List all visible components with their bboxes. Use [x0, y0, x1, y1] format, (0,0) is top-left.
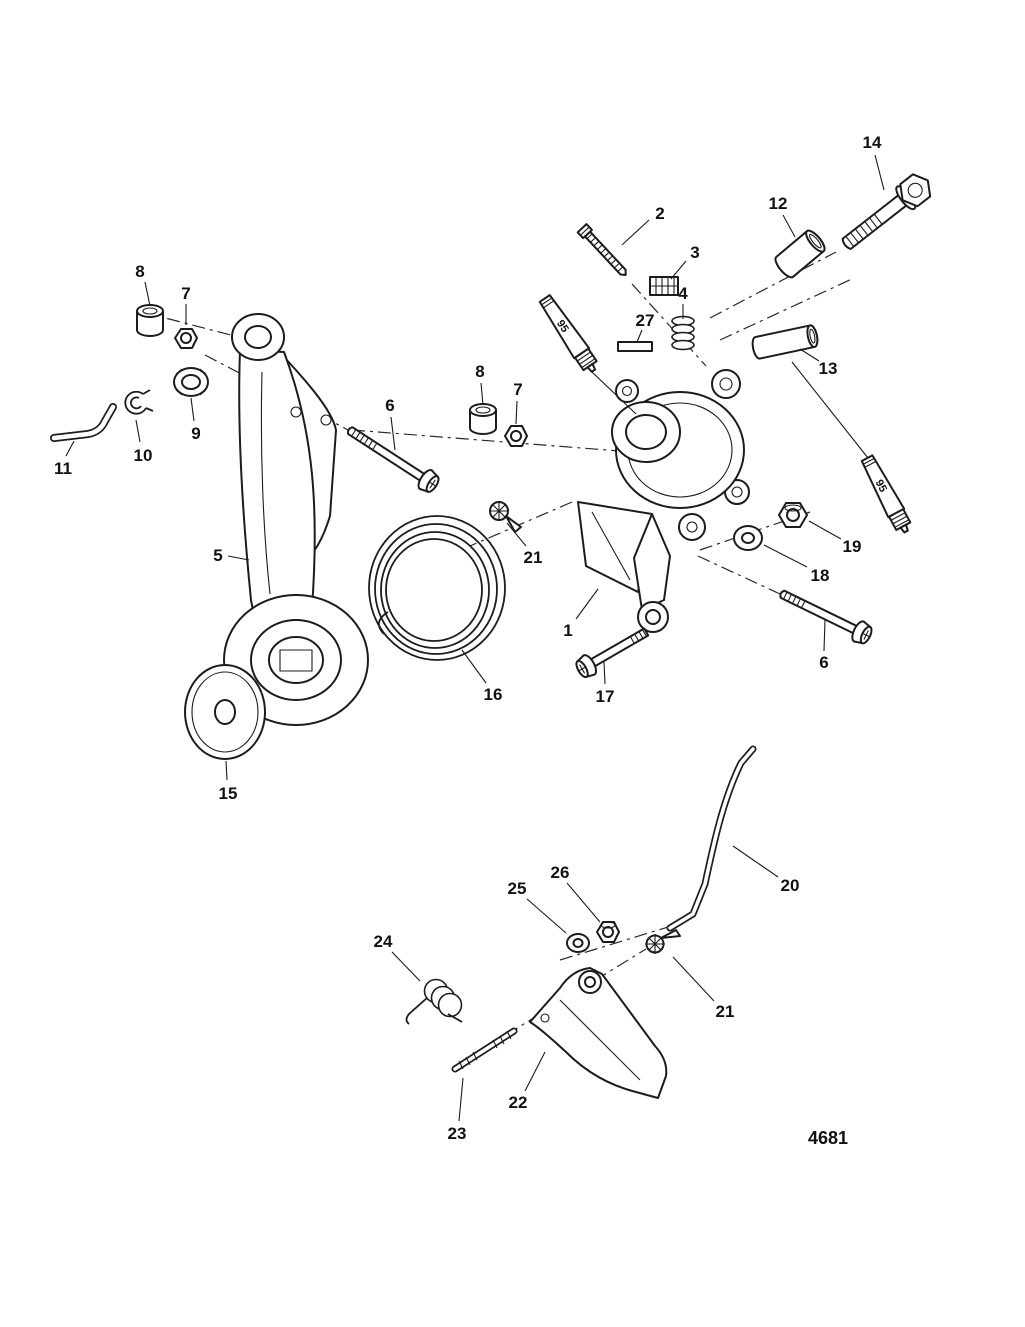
rivet-part-21-lower [645, 929, 681, 954]
bushing-part-8-mid [469, 403, 497, 435]
bar-part-27 [617, 341, 653, 352]
callout-6-right: 6 [819, 653, 828, 672]
flat-washer-part-15 [184, 664, 266, 760]
bolt-part-6-right [779, 589, 873, 645]
adhesive-tube-right: 95 [860, 454, 912, 534]
callout-18: 18 [811, 566, 830, 585]
nut-part-7-left [174, 328, 198, 349]
hex-bolt-part-14 [841, 173, 932, 250]
callout-14: 14 [863, 133, 882, 152]
callout-21-upper: 21 [524, 548, 543, 567]
shift-bracket-part-1 [577, 369, 750, 633]
callout-12: 12 [769, 194, 788, 213]
callout-6-left: 6 [385, 396, 394, 415]
callout-27: 27 [636, 311, 655, 330]
callout-24: 24 [374, 932, 393, 951]
callout-22: 22 [509, 1093, 528, 1112]
hose-part-11 [50, 403, 117, 442]
stud-part-23 [451, 1027, 518, 1073]
callout-26: 26 [551, 863, 570, 882]
callout-21-lower: 21 [716, 1002, 735, 1021]
wrap-spring-part-16 [368, 515, 506, 661]
callout-labels: 8 7 9 10 11 5 15 16 6 8 7 21 2 3 4 27 12… [54, 133, 882, 1143]
nut-part-7-mid [504, 425, 528, 447]
callout-8-mid: 8 [475, 362, 484, 381]
torsion-spring-part-24 [405, 978, 463, 1025]
spacer-part-12 [774, 229, 826, 279]
callout-25: 25 [508, 879, 527, 898]
washer-part-25 [566, 933, 590, 953]
callout-10: 10 [134, 446, 153, 465]
adhesive-tube-upper: 95 [538, 294, 598, 373]
callout-15: 15 [219, 784, 238, 803]
callout-17: 17 [596, 687, 615, 706]
adhesive-95-label-upper: 95 [554, 318, 571, 335]
callout-11: 11 [54, 459, 72, 478]
callout-7-left: 7 [181, 284, 190, 303]
locknut-part-19 [778, 502, 808, 528]
adhesive-95-label-right: 95 [873, 478, 889, 494]
block-part-3 [649, 276, 679, 296]
callout-4: 4 [678, 284, 688, 303]
callout-5: 5 [213, 546, 222, 565]
bolt-part-17 [575, 627, 650, 679]
link-rod-part-20 [666, 745, 757, 932]
cam-bracket-part-22 [529, 967, 668, 1099]
bushing-part-8-left [136, 304, 164, 337]
screw-part-2 [576, 223, 627, 277]
washer-part-18 [733, 525, 763, 551]
bolt-part-6-left [347, 426, 440, 493]
callout-23: 23 [448, 1124, 467, 1143]
callout-7-mid: 7 [513, 380, 522, 399]
callout-9: 9 [191, 424, 200, 443]
callout-1: 1 [563, 621, 572, 640]
clip-part-10 [124, 389, 154, 415]
callout-19: 19 [843, 537, 862, 556]
diagram-number: 4681 [808, 1128, 848, 1148]
callout-8-left: 8 [135, 262, 144, 281]
spring-part-4 [671, 315, 695, 351]
locknut-part-9 [173, 367, 209, 397]
callout-2: 2 [655, 204, 664, 223]
tube-part-13 [751, 324, 819, 360]
callout-16: 16 [484, 685, 503, 704]
callout-leader-lines [65, 154, 885, 1122]
callout-3: 3 [690, 243, 699, 262]
nut-part-26 [596, 921, 620, 943]
callout-20: 20 [781, 876, 800, 895]
throttle-lever-part-5 [223, 313, 369, 726]
rivet-part-21-upper [489, 501, 522, 533]
callout-13: 13 [819, 359, 838, 378]
